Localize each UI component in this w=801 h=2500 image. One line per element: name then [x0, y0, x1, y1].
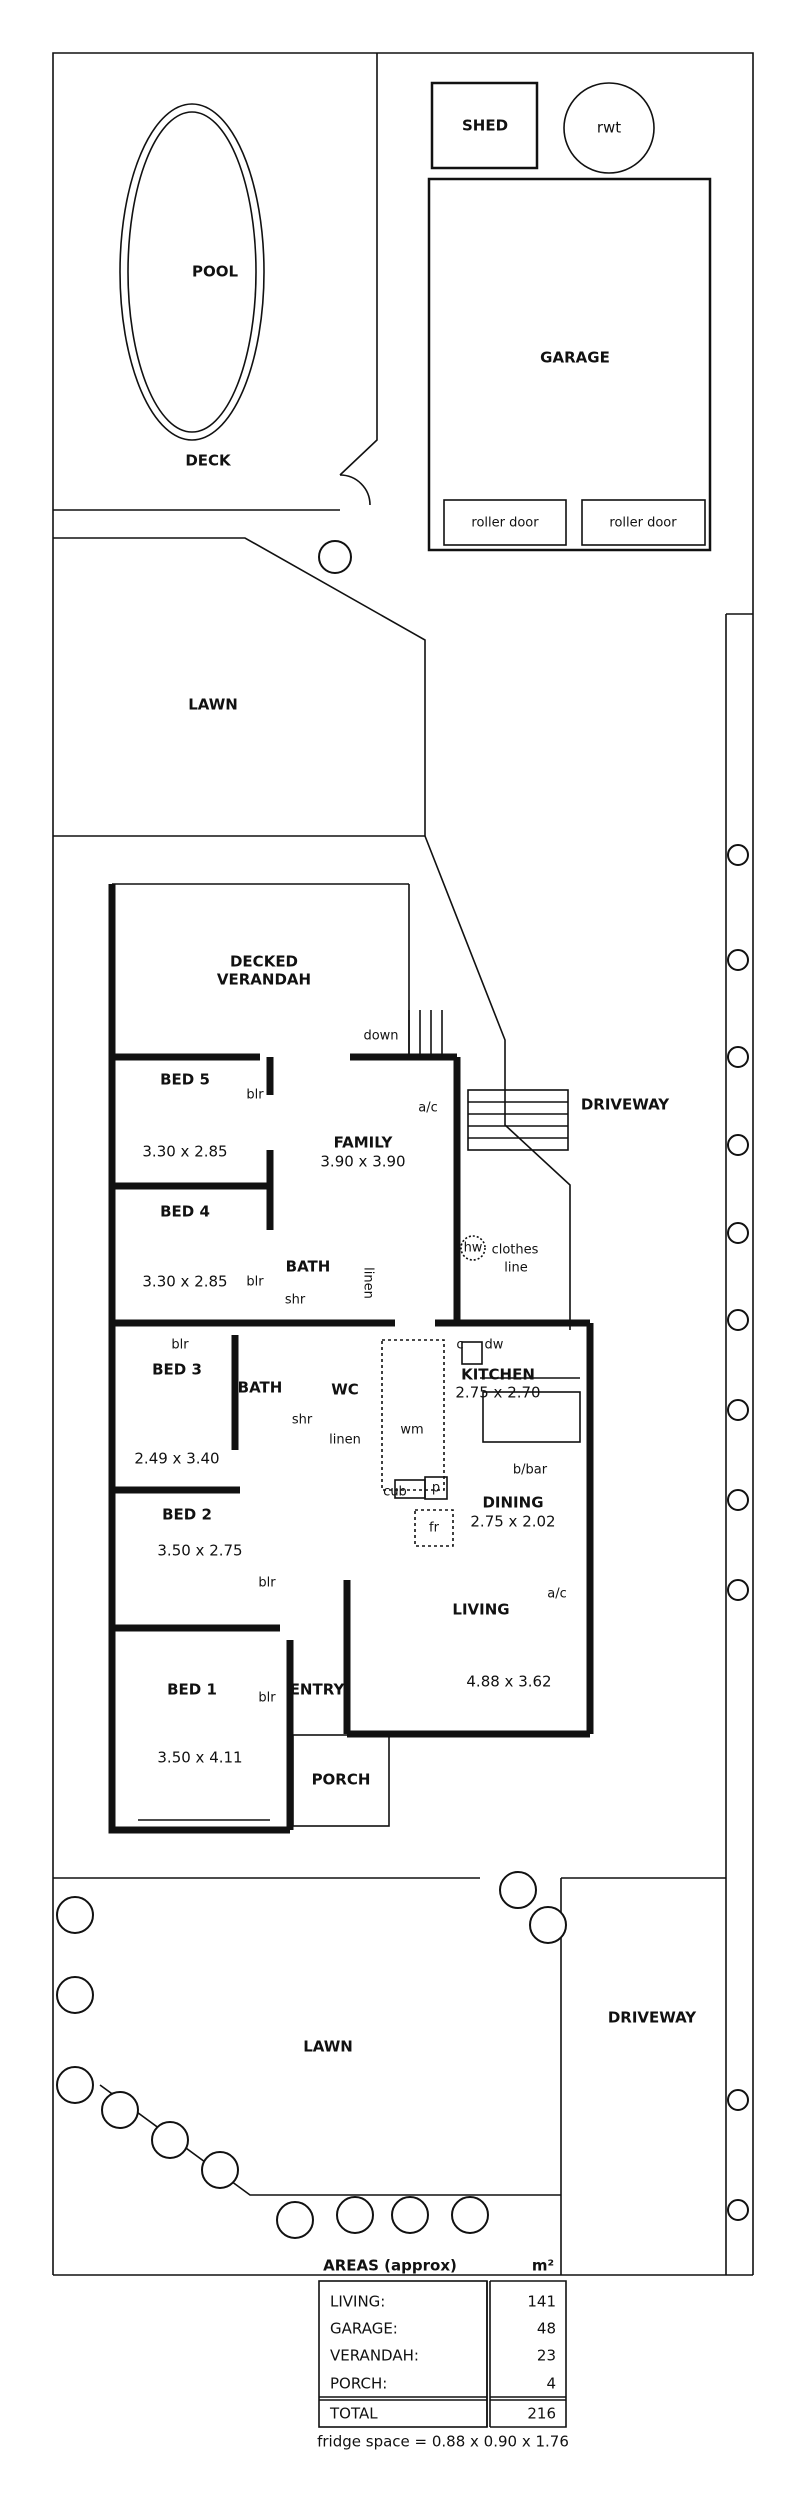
bed4-label: BED 4	[160, 1203, 210, 1221]
bath-label: BATH	[286, 1258, 331, 1276]
area-label: PORCH:	[330, 2375, 387, 2393]
areas-table: AREAS (approx) m² LIVING: 141 GARAGE: 48…	[317, 2257, 569, 2451]
total-label: TOTAL	[329, 2405, 378, 2423]
cub-label: cub	[383, 1485, 407, 1500]
dining-dims: 2.75 x 2.02	[470, 1513, 555, 1531]
room-labels: BED 5 3.30 x 2.85 FAMILY 3.90 x 3.90 BED…	[134, 1071, 555, 1767]
linen-label: linen	[361, 1267, 376, 1299]
bed1-label: BED 1	[167, 1681, 217, 1699]
clothes-line-label: clothes	[492, 1243, 539, 1258]
ac-label: a/c	[547, 1587, 567, 1602]
clothes-line-label: line	[504, 1261, 527, 1276]
linen-label: linen	[329, 1433, 361, 1448]
areas-unit: m²	[532, 2257, 554, 2275]
areas-title: AREAS (approx)	[323, 2257, 457, 2275]
dishwasher-label: dw	[485, 1338, 504, 1353]
deck-label: DECK	[185, 452, 232, 470]
lawn-rear-label: LAWN	[188, 696, 238, 714]
bed5-dims: 3.30 x 2.85	[142, 1143, 227, 1161]
lawn-front-label: LAWN	[303, 2038, 353, 2056]
area-value: 4	[546, 2375, 556, 2393]
area-label: GARAGE:	[330, 2320, 398, 2338]
shower-label: shr	[285, 1293, 306, 1308]
pool-label: POOL	[192, 263, 238, 281]
hw-label: hw	[464, 1241, 483, 1256]
rear-lawn: LAWN DRIVEWAY	[53, 537, 670, 1330]
bed4-dims: 3.30 x 2.85	[142, 1273, 227, 1291]
bed3-label: BED 3	[152, 1361, 202, 1379]
area-value: 23	[537, 2347, 556, 2365]
driveway-lower-label: DRIVEWAY	[608, 2009, 697, 2027]
lot-boundary	[52, 52, 754, 2276]
down-label: down	[363, 1029, 398, 1044]
total-value: 216	[527, 2405, 556, 2423]
verandah-label: DECKED	[230, 953, 298, 971]
pool	[119, 103, 265, 441]
area-value: 141	[527, 2293, 556, 2311]
shed-label: SHED	[462, 117, 508, 135]
area-value: 48	[537, 2320, 556, 2338]
entry-label: ENTRY	[290, 1681, 346, 1699]
tree-icon	[318, 540, 352, 574]
bed3-dims: 2.49 x 3.40	[134, 1450, 219, 1468]
robe-label: blr	[246, 1088, 264, 1103]
robe-label: blr	[246, 1275, 264, 1290]
deck-area: POOL DECK	[53, 53, 378, 511]
kitchen-label: KITCHEN	[461, 1366, 535, 1384]
bed2-dims: 3.50 x 2.75	[157, 1542, 242, 1560]
fridge-note: fridge space = 0.88 x 0.90 x 1.76	[317, 2433, 569, 2451]
garage-label: GARAGE	[540, 349, 610, 367]
roller-door-label: roller door	[609, 516, 677, 531]
bath-label: BATH	[238, 1379, 283, 1397]
fixture-labels: blr blr blr blr blr a/c a/c shr shr line…	[171, 1088, 566, 1706]
house	[108, 883, 594, 1834]
bed1-dims: 3.50 x 4.11	[157, 1749, 242, 1767]
verandah-label: VERANDAH	[217, 971, 311, 989]
shower-label: shr	[292, 1413, 313, 1428]
ac-label: a/c	[418, 1101, 438, 1116]
living-label: LIVING	[452, 1601, 509, 1619]
bed5-label: BED 5	[160, 1071, 210, 1089]
area-label: VERANDAH:	[330, 2347, 419, 2365]
wc-label: WC	[331, 1381, 359, 1399]
dining-label: DINING	[482, 1494, 543, 1512]
garage-area: SHED rwt GARAGE roller door roller door	[427, 81, 712, 552]
robe-label: blr	[171, 1338, 189, 1353]
front-yard: LAWN DRIVEWAY	[53, 540, 749, 2275]
family-dims: 3.90 x 3.90	[320, 1153, 405, 1171]
bed2-label: BED 2	[162, 1506, 212, 1524]
washing-machine-label: wm	[400, 1423, 423, 1438]
fridge-label: fr	[429, 1521, 440, 1536]
robe-label: blr	[258, 1691, 276, 1706]
breakfast-bar-label: b/bar	[513, 1463, 548, 1478]
living-dims: 4.88 x 3.62	[466, 1673, 551, 1691]
porch-label: PORCH	[312, 1771, 371, 1789]
pantry-label: p	[432, 1481, 440, 1496]
roller-door-label: roller door	[471, 516, 539, 531]
rwt-label: rwt	[597, 119, 621, 137]
driveway-upper-label: DRIVEWAY	[581, 1096, 670, 1114]
cupboard-label: c	[456, 1338, 463, 1353]
robe-label: blr	[258, 1576, 276, 1591]
area-label: LIVING:	[330, 2293, 385, 2311]
kitchen-dims: 2.75 x 2.70	[455, 1384, 540, 1402]
family-label: FAMILY	[334, 1134, 394, 1152]
